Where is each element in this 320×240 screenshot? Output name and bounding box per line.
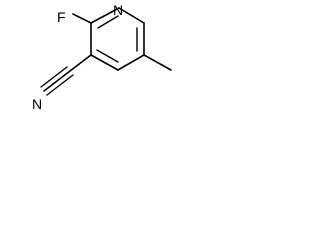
bond-c4-c5 bbox=[117, 54, 145, 71]
bond-c5-c6 bbox=[90, 54, 119, 71]
bond-c6-nitrile-carbon bbox=[69, 54, 92, 72]
bond-n1-c2 bbox=[90, 7, 120, 24]
nitrile-nitrogen-label: N bbox=[32, 96, 42, 112]
bond-c2-f bbox=[72, 13, 92, 24]
double-bond-n1-c2-inner bbox=[97, 15, 119, 29]
structure-canvas: F N N bbox=[0, 0, 184, 118]
triple-bond-center bbox=[43, 70, 71, 92]
bond-c4-methyl bbox=[143, 54, 172, 71]
molecule-diagram: F N N bbox=[32, 2, 172, 112]
triple-bond-offset-b bbox=[46, 74, 74, 96]
fluorine-label: F bbox=[57, 9, 66, 25]
double-bond-c5-c6-inner bbox=[96, 49, 119, 63]
bond-c2-c3 bbox=[118, 7, 145, 24]
triple-bond-offset-a bbox=[40, 66, 68, 88]
ring-nitrogen-label: N bbox=[113, 2, 123, 18]
